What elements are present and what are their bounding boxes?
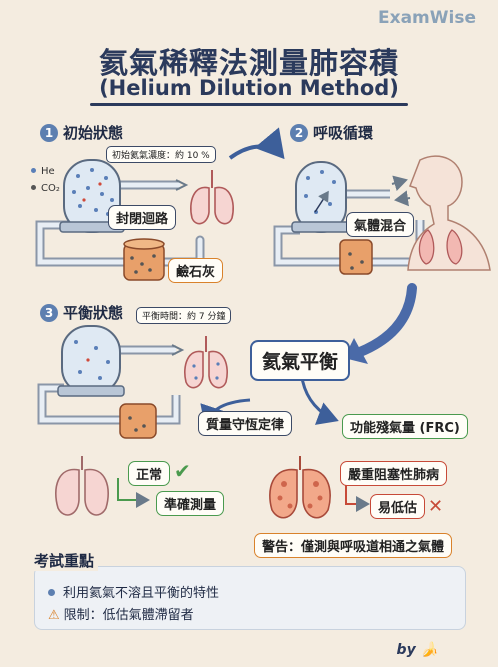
step2-heading: 2 呼吸循環 — [290, 122, 373, 143]
co2-dot-icon — [31, 185, 36, 190]
page-title: 氦氣稀釋法測量肺容積 — [98, 46, 399, 80]
accurate-measurement-label: 準確測量 — [156, 491, 225, 516]
frc-label: 功能殘氣量 (FRC) — [342, 414, 468, 439]
step3-art — [37, 325, 228, 439]
bullet-icon — [48, 589, 55, 596]
exam-points-box — [34, 566, 466, 630]
step3-heading: 3 平衡狀態 — [40, 302, 123, 323]
equilibrium-time-label: 平衡時間：約 7 分鐘 — [136, 307, 232, 324]
exam-point-2: ⚠限制：低估氣體滯留者 — [48, 608, 194, 623]
exam-points-title: 考試重點 — [34, 550, 99, 571]
step3-label: 平衡狀態 — [63, 304, 124, 322]
helium-equilibrium-label: 氦氣平衡 — [250, 340, 351, 381]
initial-concentration-label: 初始氦氣濃度：約 10 % — [106, 146, 216, 163]
severe-obstruction-label: 嚴重阻塞性肺病 — [340, 461, 448, 486]
he-dot-icon — [31, 168, 36, 173]
step2-art — [273, 155, 491, 275]
page-subtitle: (Helium Dilution Method) — [99, 76, 399, 100]
step2-number: 2 — [290, 124, 308, 142]
check-icon: ✔ — [174, 459, 191, 483]
step3-number: 3 — [40, 304, 58, 322]
title-underline — [90, 103, 408, 106]
step1-number: 1 — [40, 124, 58, 142]
diseased-lungs — [269, 456, 331, 519]
legend-he: He — [31, 163, 60, 180]
legend-co2: CO₂ — [31, 180, 60, 197]
underestimate-label: 易低估 — [370, 494, 426, 519]
normal-lungs — [55, 456, 109, 516]
warning-icon: ⚠ — [48, 608, 60, 623]
exam-point-1: 利用氦氣不溶且平衡的特性 — [48, 582, 219, 601]
gas-mixing-label: 氣體混合 — [346, 212, 415, 237]
step1-heading: 1 初始狀態 — [40, 122, 123, 143]
lungs-step3 — [184, 336, 228, 389]
step2-label: 呼吸循環 — [313, 124, 374, 142]
normal-label: 正常 — [128, 461, 171, 486]
mass-conservation-label: 質量守恆定律 — [198, 411, 293, 436]
cross-icon: ✕ — [428, 496, 443, 517]
lungs-step1 — [190, 170, 234, 225]
step1-label: 初始狀態 — [63, 124, 124, 142]
closed-circuit-label: 封閉迴路 — [108, 205, 177, 230]
soda-lime-label: 鹼石灰 — [168, 258, 224, 283]
person-silhouette — [407, 155, 491, 271]
signature: by 🍌 — [396, 642, 438, 658]
brand-logo: ExamWise — [378, 8, 476, 28]
legend: He CO₂ — [31, 163, 60, 197]
warning-label: 警告：僅測與呼吸道相通之氣體 — [254, 533, 453, 558]
